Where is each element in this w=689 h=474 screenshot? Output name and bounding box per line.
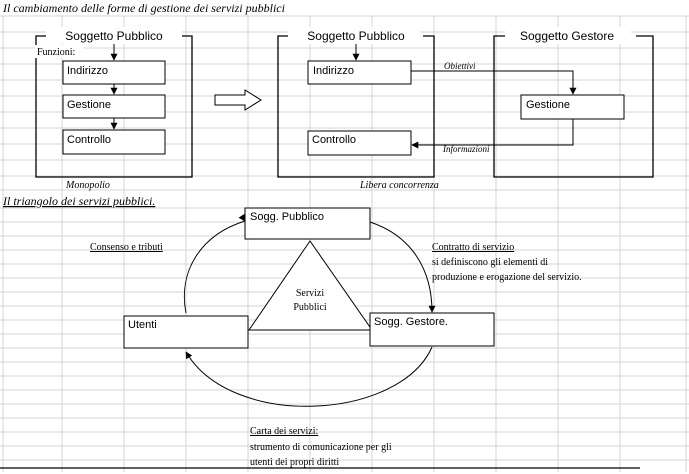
contract-line1: si definiscono gli elementi di (432, 257, 548, 268)
middle-box-controllo (307, 130, 412, 156)
left-box-indirizzo-label: Indirizzo (67, 65, 108, 77)
left-box-gestione-label: Gestione (67, 99, 111, 111)
free-competition-caption: Libera concorrenza (359, 180, 439, 191)
right-box-gestione-label: Gestione (526, 99, 570, 111)
node-users (123, 315, 249, 349)
consent-label: Consenso e tributi (90, 242, 163, 253)
left-frame: Soggetto Pubblico Funzioni: Indirizzo Ge… (35, 27, 193, 191)
charter-line2: utenti dei propri diritti (250, 457, 339, 468)
section2-heading: Il triangolo dei servizi pubblici. (2, 194, 155, 208)
middle-frame: Soggetto Pubblico Indirizzo Controllo Li… (277, 27, 439, 191)
objectives-arrow (411, 70, 577, 95)
right-box-gestione (520, 94, 625, 120)
information-arrow (411, 119, 574, 149)
center-label-line1: Servizi (296, 288, 325, 299)
middle-box-indirizzo (307, 60, 412, 85)
transition-arrow (214, 89, 262, 111)
objectives-label: Obiettivi (444, 61, 476, 71)
middle-box-controllo-label: Controllo (312, 134, 356, 146)
charter-title: Carta dei servizi: (250, 426, 318, 437)
monopoly-caption: Monopolio (65, 180, 110, 191)
consent-arc (183, 220, 246, 314)
section1-heading: Il cambiamento delle forme di gestione d… (2, 1, 285, 15)
node-manager (369, 312, 495, 347)
services-triangle (248, 240, 373, 331)
left-box-controllo (62, 129, 166, 155)
center-label-line2: Pubblici (293, 302, 327, 313)
node-users-label: Utenti (128, 319, 157, 331)
middle-frame-title: Soggetto Pubblico (307, 29, 405, 43)
middle-box-indirizzo-label: Indirizzo (313, 65, 354, 77)
information-label: Informazioni (442, 144, 490, 154)
contract-arc (369, 221, 436, 313)
left-frame-title: Soggetto Pubblico (65, 29, 163, 43)
left-box-controllo-label: Controllo (67, 134, 111, 146)
node-public (244, 207, 371, 240)
charter-line1: strumento di comunicazione per gli (250, 442, 392, 453)
functions-label: Funzioni: (37, 47, 75, 58)
right-frame: Soggetto Gestore Gestione (493, 27, 654, 178)
node-manager-label: Sogg. Gestore. (374, 316, 448, 328)
charter-arc (185, 346, 433, 407)
right-frame-title: Soggetto Gestore (520, 29, 614, 43)
contract-line2: produzione e erogazione del servizio. (432, 272, 582, 283)
node-public-label: Sogg. Pubblico (250, 211, 324, 223)
contract-title: Contratto di servizio (432, 242, 514, 253)
